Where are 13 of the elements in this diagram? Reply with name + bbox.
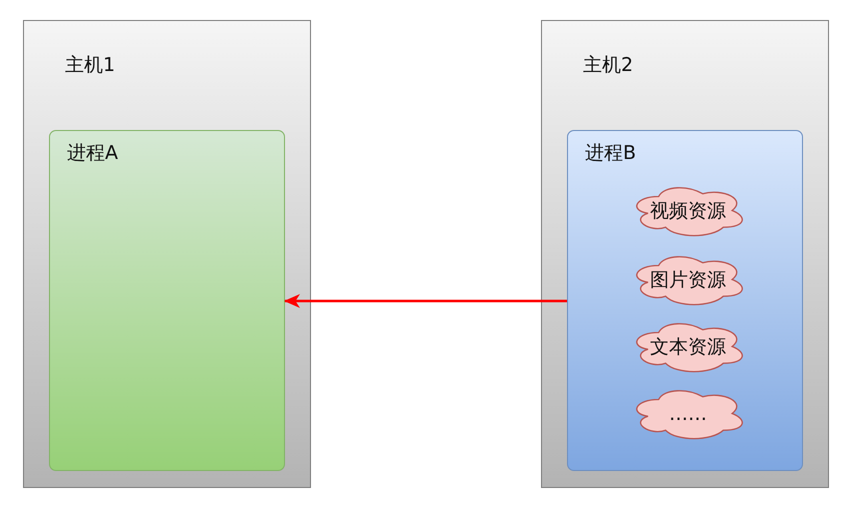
process-label: 进程A: [67, 142, 118, 164]
host-label: 主机1: [65, 54, 116, 76]
cloud-label: ……: [669, 402, 707, 424]
process-box: [49, 130, 285, 471]
host-box: [541, 20, 829, 488]
process-box: [567, 130, 803, 471]
arrow: [284, 294, 567, 308]
host-box: [23, 20, 311, 488]
process-label: 进程B: [585, 142, 636, 164]
cloud-label: 文本资源: [650, 336, 726, 358]
host-label: 主机2: [583, 54, 634, 76]
cloud-label: 图片资源: [650, 268, 726, 290]
cloud-label: 视频资源: [650, 200, 726, 222]
